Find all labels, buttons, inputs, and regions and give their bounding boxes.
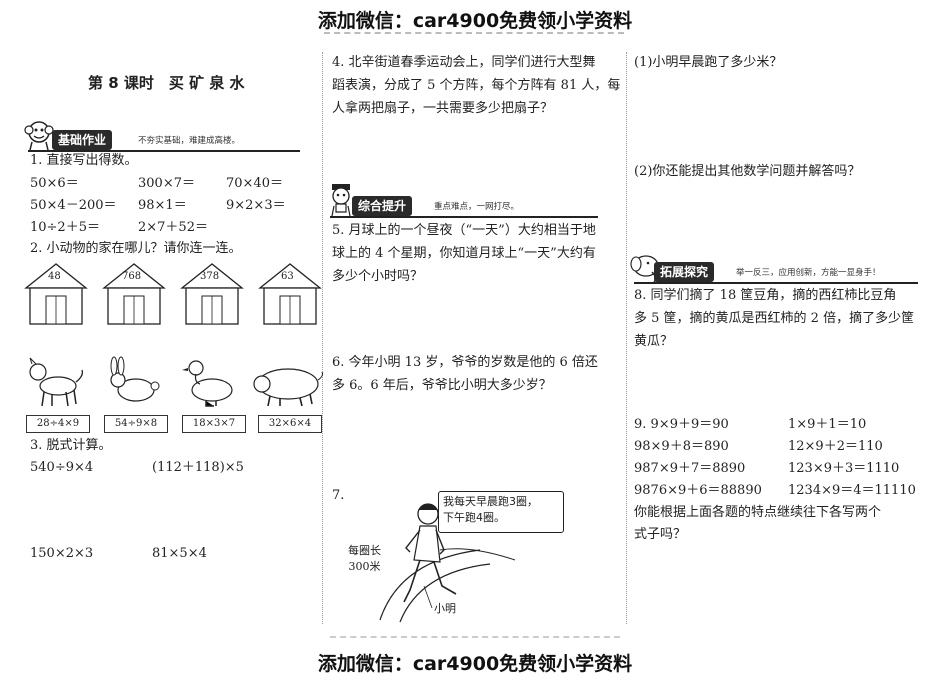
q9-r4-c2: 1234×9＝4＝11110 [788,483,916,498]
house-4-number: 63 [281,271,294,282]
column-divider-left [322,52,323,624]
q3-item-3: 150×2×3 [30,546,94,561]
section-banner-basic: 基础作业 不夯实基础，难建成高楼。 [24,121,300,152]
q1-r2-c2: 98×1＝ [138,198,187,213]
q8-line-3: 黄瓜？ [634,334,674,349]
q9-r3-c2: 123×9＋3＝1110 [788,461,900,476]
house-1 [24,263,88,325]
house-3-number: 378 [200,271,220,282]
q5-line-2: 球上的 4 个星期，你知道月球上“一天”大约有 [332,246,596,261]
q9-question-line-1: 你能根据上面各题的特点继续往下各写两个 [634,505,882,520]
q7-number: 7. [332,488,345,503]
animals-illustration [29,356,323,407]
watermark-top: 添加微信：car4900免费领小学资料 [317,10,633,32]
cropped-text-line-top [324,32,624,42]
q4-line-1: 4. 北辛街道春季运动会上，同学们进行大型舞 [332,55,596,70]
q1-r1-c2: 300×7＝ [138,176,195,191]
banner-rule [330,216,598,218]
q1-r1-c3: 70×40＝ [226,176,283,191]
q9-r3-c1: 987×9＋7＝8890 [634,461,746,476]
pig-icon [253,368,323,407]
q4-line-3: 人拿两把扇子，一共需要多少把扇子？ [332,101,554,116]
track-length-label: 每圈长 300米 [348,543,381,575]
section-banner-extension: 拓展探究 举一反三，应用创新，方能一显身手！ [630,255,918,284]
track-line-inner [399,563,491,623]
section-banner-comprehensive: 综合提升 重点难点，一网打尽。 [330,184,598,218]
animal-dog-expression: 28÷4×9 [26,415,90,433]
banner-note-extension: 举一反三，应用创新，方能一显身手！ [736,268,881,278]
speech-line-1: 我每天早晨跑3圈， [443,495,538,508]
animal-pig-expression: 32×6×4 [258,415,322,433]
q6-line-1: 6. 今年小明 13 岁，爷爷的岁数是他的 6 倍还 [332,355,598,370]
animal-duck-expression: 18×3×7 [182,415,246,433]
q9-r2-c2: 12×9＋2＝110 [788,439,883,454]
dog-icon [29,357,84,407]
q1-r3-c1: 10÷2＋5＝ [30,220,100,235]
q5-line-3: 多少个小时吗？ [332,269,424,284]
q6-line-2: 多 6。6 年后，爷爷比小明大多少岁？ [332,378,552,393]
q9-question-line-2: 式子吗？ [634,527,687,542]
track-line-far [439,548,516,561]
column-divider-right [626,52,627,624]
q3-item-2: (112＋118)×5 [152,460,244,475]
q9-r2-c1: 98×9＋8＝890 [634,439,729,454]
q4-line-2: 蹈表演，分成了 5 个方阵，每个方阵有 81 人，每 [332,78,621,93]
house-2 [102,263,166,325]
q5-line-1: 5. 月球上的一个昼夜（“一天”）大约相当于地 [332,223,596,238]
speech-bubble: 我每天早晨跑3圈， 下午跑4圈。 [438,491,564,533]
badge-comprehensive: 综合提升 [352,196,413,216]
banner-rule [634,282,918,284]
q1-r3-c2: 2×7＋52＝ [138,220,208,235]
boy-mascot-icon [331,184,351,217]
q3-item-4: 81×5×4 [152,546,207,561]
lesson-title: 第 8 课时 买 矿 泉 水 [88,74,245,92]
badge-basic: 基础作业 [52,130,113,150]
q3-item-1: 540÷9×4 [30,460,94,475]
q2-title: 2. 小动物的家在哪儿？请你连一连。 [30,241,242,256]
house-4 [258,263,322,325]
monkey-mascot-icon [24,121,54,151]
runner-boy-icon [403,503,457,603]
rabbit-icon [110,356,160,402]
speech-line-2: 下午跑4圈。 [443,511,505,524]
house-1-number: 48 [48,271,61,282]
q1-r2-c3: 9×2×3＝ [226,198,286,213]
q9-r1-c1: 9. 9×9＋9＝90 [634,417,729,432]
houses-illustration [24,263,322,325]
q9-r1-c2: 1×9＋1＝10 [788,417,867,432]
q1-title: 1. 直接写出得数。 [30,153,138,168]
q8-line-1: 8. 同学们摘了 18 筐豆角，摘的西红柿比豆角 [634,288,897,303]
track-label-line-2: 300米 [348,560,381,573]
cropped-text-line-bottom [330,636,620,644]
q9-r4-c1: 9876×9＋6＝88890 [634,483,762,498]
track-label-line-1: 每圈长 [348,544,381,557]
runner-illustration [379,503,516,623]
animal-rabbit-expression: 54÷9×8 [104,415,168,433]
person-label: 小明 [434,602,456,615]
banner-note-basic: 不夯实基础，难建成高楼。 [138,136,241,146]
q3-title: 3. 脱式计算。 [30,438,112,453]
house-2-number: 768 [122,271,142,282]
q7-sub-a: (1)小明早晨跑了多少米？ [634,55,783,70]
house-3 [180,263,244,325]
q8-line-2: 多 5 筐，摘的黄瓜是西红柿的 2 倍，摘了多少筐 [634,311,915,326]
duck-icon [182,360,233,407]
q7-sub-b: (2)你还能提出其他数学问题并解答吗？ [634,164,861,179]
elephant-mascot-icon [630,255,659,283]
q1-r1-c1: 50×6＝ [30,176,79,191]
banner-rule [28,150,300,152]
watermark-bottom: 添加微信：car4900免费领小学资料 [317,653,633,675]
q1-r2-c1: 50×4－200＝ [30,198,117,213]
banner-note-comprehensive: 重点难点，一网打尽。 [434,202,520,212]
badge-extension: 拓展探究 [654,262,715,282]
